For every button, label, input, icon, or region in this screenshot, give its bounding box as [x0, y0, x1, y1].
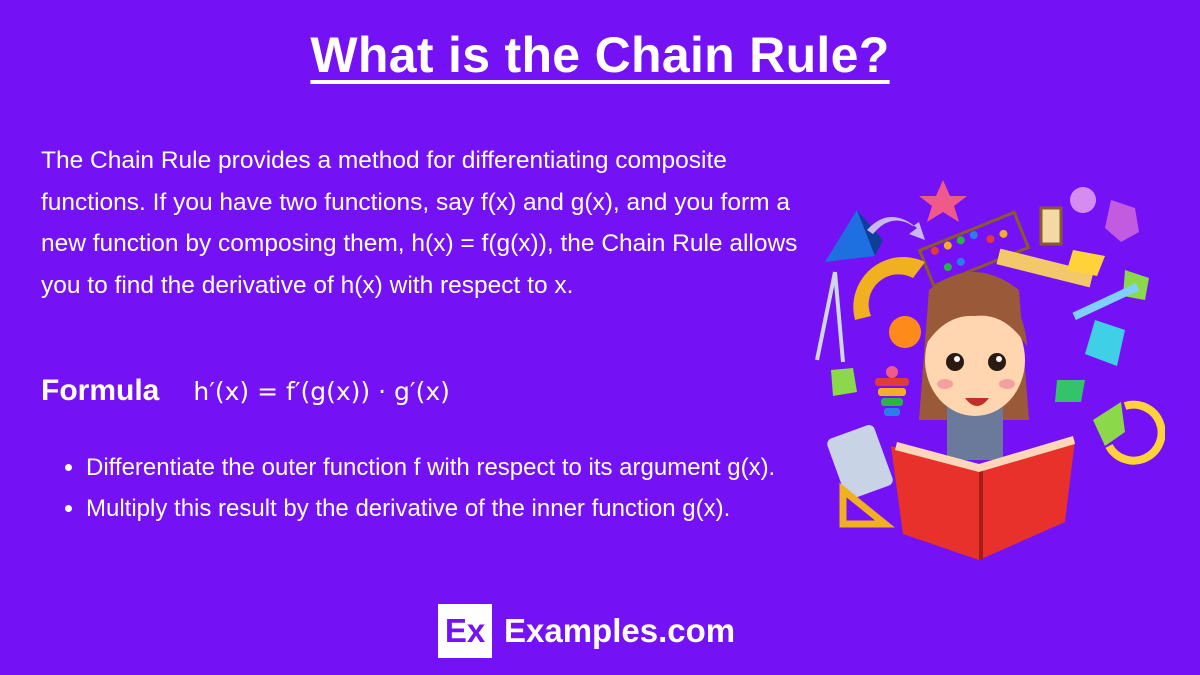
list-item: Multiply this result by the derivative o…: [86, 489, 806, 529]
brand-logo-icon: Ex: [438, 604, 492, 658]
star-icon: [919, 180, 967, 222]
hexagon-icon: [1055, 380, 1085, 402]
formula-label: Formula: [41, 374, 160, 407]
set-square-icon: [839, 482, 895, 528]
pencil-icon: [1072, 283, 1140, 320]
green-cube-icon: [1093, 402, 1125, 446]
cube-icon: [831, 368, 857, 396]
curved-arrow-icon: [867, 216, 925, 240]
cube-icon: [1105, 200, 1139, 242]
red-book-icon: [891, 436, 1075, 560]
list-item: Differentiate the outer function f with …: [86, 448, 806, 488]
protractor-icon: [853, 257, 925, 320]
page-title: What is the Chain Rule?: [310, 27, 890, 83]
compass-icon: [815, 271, 837, 361]
hourglass-icon: [1039, 206, 1063, 246]
brand[interactable]: Ex Examples.com: [438, 604, 735, 658]
abacus-icon: [917, 210, 1031, 288]
stacking-rings-icon: [875, 366, 909, 416]
ruler-icon: [996, 248, 1094, 288]
steps-list: Differentiate the outer function f with …: [60, 448, 806, 530]
pyramid-icon: [825, 210, 875, 262]
block-icon: [1067, 250, 1105, 276]
formula-row: Formula h′(x) = f′(g(x)) · g′(x): [41, 374, 450, 408]
rotate-arrow-icon: [1105, 400, 1165, 465]
ball-icon: [889, 316, 921, 348]
crystal-icon: [1085, 320, 1125, 366]
formula-expression: h′(x) = f′(g(x)) · g′(x): [193, 377, 450, 406]
girl-icon: [919, 272, 1029, 460]
sphere-icon: [1070, 187, 1096, 213]
calculator-icon: [827, 425, 893, 499]
brand-name: Examples.com: [504, 612, 736, 649]
girl-reading-book-with-math-tools-illustration-icon: [815, 180, 1165, 560]
intro-paragraph: The Chain Rule provides a method for dif…: [41, 147, 798, 299]
